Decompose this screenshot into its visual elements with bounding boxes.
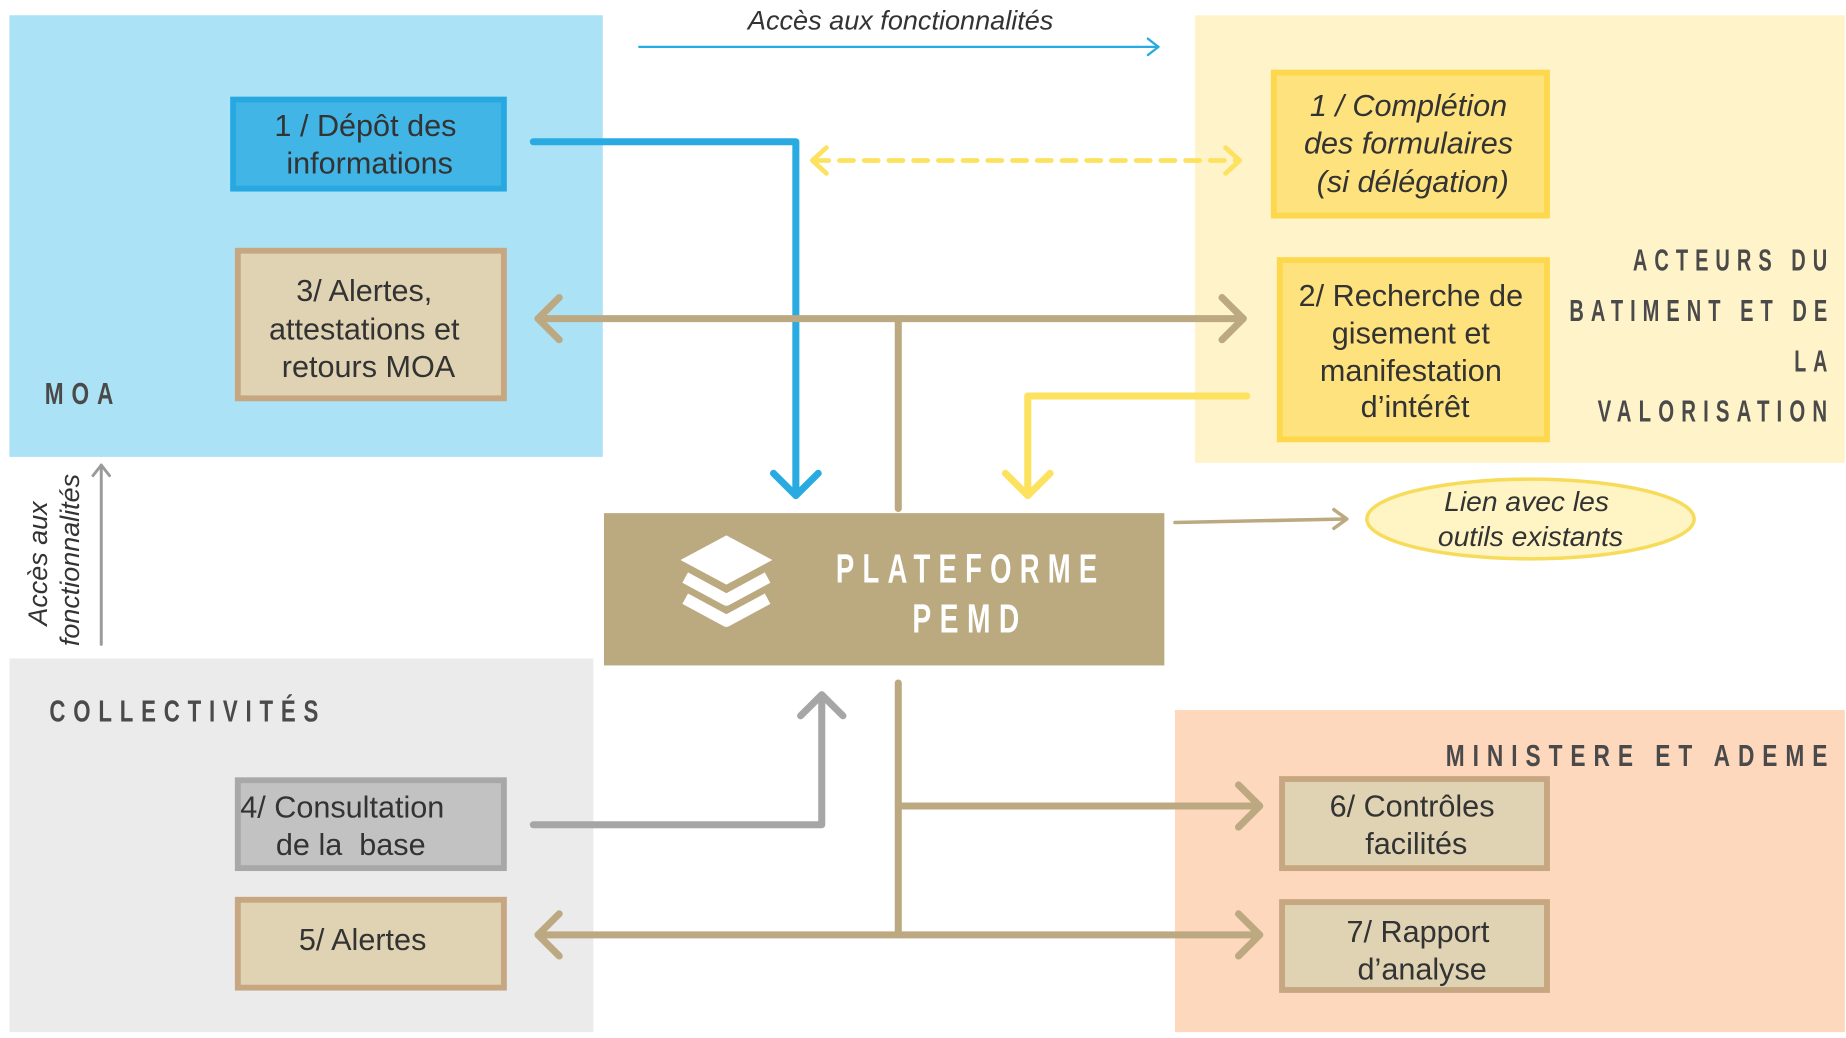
depot-box: 1 / Dépôt des informations — [230, 96, 507, 192]
box-line: (si délégation) — [1317, 165, 1509, 199]
box-line: 1 / Dépôt des — [274, 109, 456, 143]
external-tools-ellipse — [1365, 477, 1696, 561]
arrowhead-down — [1001, 469, 1054, 500]
controles-box-text: 6/ Contrôles facilités — [1330, 790, 1503, 861]
box-line: 2/ Recherche de — [1299, 279, 1523, 313]
box-line: informations — [286, 146, 453, 180]
alertes-moa-box-frame — [234, 247, 507, 402]
moa-label: MOA — [45, 377, 122, 411]
depot-to-platform-arrow — [529, 138, 822, 500]
ellipse-line: outils existants — [1438, 520, 1623, 552]
external-tools-text: Lien avec les outils existants — [1438, 485, 1623, 552]
arrowhead-right — [1234, 910, 1264, 960]
box-line: 4/ Consultation — [240, 791, 444, 825]
box-line: gisement et — [1332, 316, 1491, 350]
platform-bottom-connector — [534, 679, 1264, 960]
box-line: 3/ Alertes, — [296, 274, 432, 308]
recherche-connector-line — [1024, 392, 1251, 500]
box-line: 1 / Complétion — [1310, 89, 1507, 123]
alertes-moa-box: 3/ Alertes, attestations et retours MOA — [234, 247, 507, 402]
arrowhead-up — [797, 691, 847, 720]
external-tools-bubble: Lien avec les outils existants — [1365, 477, 1696, 561]
arrowhead-right — [1223, 145, 1243, 176]
box-line: 7/ Rapport — [1346, 915, 1489, 949]
arrowhead-right — [1332, 507, 1349, 531]
acteurs-label-line: VALORISATION — [1598, 395, 1835, 429]
recherche-box-frame — [1276, 257, 1550, 443]
completion-box: 1 / Complétion des formulaires (si délég… — [1270, 69, 1550, 219]
acteurs-label-line: ACTEURS DU — [1633, 244, 1834, 278]
collectivites-label: COLLECTIVITÉS — [49, 694, 326, 729]
delegation-dashed-arrow — [809, 145, 1243, 176]
layers-icon-middle — [682, 572, 771, 606]
platform-top-connector — [534, 294, 1247, 512]
box-line: facilités — [1365, 827, 1467, 861]
alertes-box-text: 5/ Alertes — [299, 923, 427, 957]
recherche-box-text: 2/ Recherche de gisement et manifestatio… — [1299, 279, 1532, 424]
consultation-box: 4/ Consultation de la base — [0, 0, 507, 872]
alertes-box: 5/ Alertes — [234, 896, 507, 991]
acteurs-label-line: LA — [1794, 344, 1834, 378]
alertes-moa-box-text: 3/ Alertes, attestations et retours MOA — [269, 274, 468, 384]
completion-box-frame — [1270, 69, 1550, 219]
side-access-label-line: Accès aux — [23, 500, 53, 628]
box-line: de la base — [276, 828, 426, 862]
box-line: d’intérêt — [1361, 390, 1470, 424]
arrowhead-left — [534, 910, 563, 960]
box-line: des formulaires — [1304, 127, 1513, 161]
arrowhead-right — [1234, 781, 1264, 831]
controles-box-frame — [1279, 776, 1550, 872]
top-access-label: Accès aux fonctionnalités — [746, 5, 1053, 35]
platform-title-line: PEMD — [912, 596, 1027, 642]
depot-connector-line — [529, 138, 800, 500]
controles-box: 6/ Contrôles facilités — [1279, 776, 1550, 872]
completion-box-text: 1 / Complétion des formulaires (si délég… — [1304, 89, 1522, 199]
tools-connector-line — [1173, 517, 1348, 525]
box-line: retours MOA — [282, 350, 456, 384]
acteurs-label-line: BATIMENT ET DE — [1569, 294, 1834, 328]
rapport-box: 7/ Rapport d’analyse — [1279, 899, 1550, 993]
rapport-box-text: 7/ Rapport d’analyse — [1346, 915, 1497, 986]
top-access-arrow — [638, 37, 1160, 57]
depot-box-text: 1 / Dépôt des informations — [274, 109, 464, 180]
ministere-label: MINISTERE ET ADEME — [1446, 739, 1836, 773]
side-access-label-line: fonctionnalités — [55, 474, 85, 646]
box-line: 5/ Alertes — [299, 923, 427, 957]
consultation-to-platform-arrow — [529, 691, 847, 829]
consultation-connector-line — [529, 691, 826, 829]
layers-icon-bottom — [682, 593, 771, 627]
box-line: attestations et — [269, 313, 460, 347]
platform-box: PLATEFORME PEMD — [603, 513, 1165, 666]
arrowhead-right — [1218, 294, 1247, 344]
box-line: d’analyse — [1358, 952, 1487, 986]
ellipse-line: Lien avec les — [1444, 485, 1609, 517]
platform-title-line: PLATEFORME — [836, 545, 1106, 591]
arrowhead-left — [534, 294, 563, 344]
arrowhead-right — [1146, 37, 1160, 57]
platform-to-tools-arrow — [1173, 507, 1349, 531]
arrowhead-up — [91, 463, 111, 478]
consultation-box-text: 4/ Consultation de la base — [0, 0, 504, 862]
recherche-to-platform-arrow — [1001, 392, 1251, 500]
depot-box-frame — [230, 96, 507, 192]
box-line: 6/ Contrôles — [1330, 790, 1495, 824]
recherche-box: 2/ Recherche de gisement et manifestatio… — [1276, 257, 1550, 443]
side-access-arrow — [91, 463, 111, 646]
arrowhead-down — [769, 469, 822, 500]
arrowhead-left — [809, 145, 829, 176]
rapport-box-frame — [1279, 899, 1550, 993]
consultation-box-frame — [234, 777, 507, 872]
alertes-box-frame — [234, 896, 507, 991]
box-line: manifestation — [1320, 354, 1502, 388]
